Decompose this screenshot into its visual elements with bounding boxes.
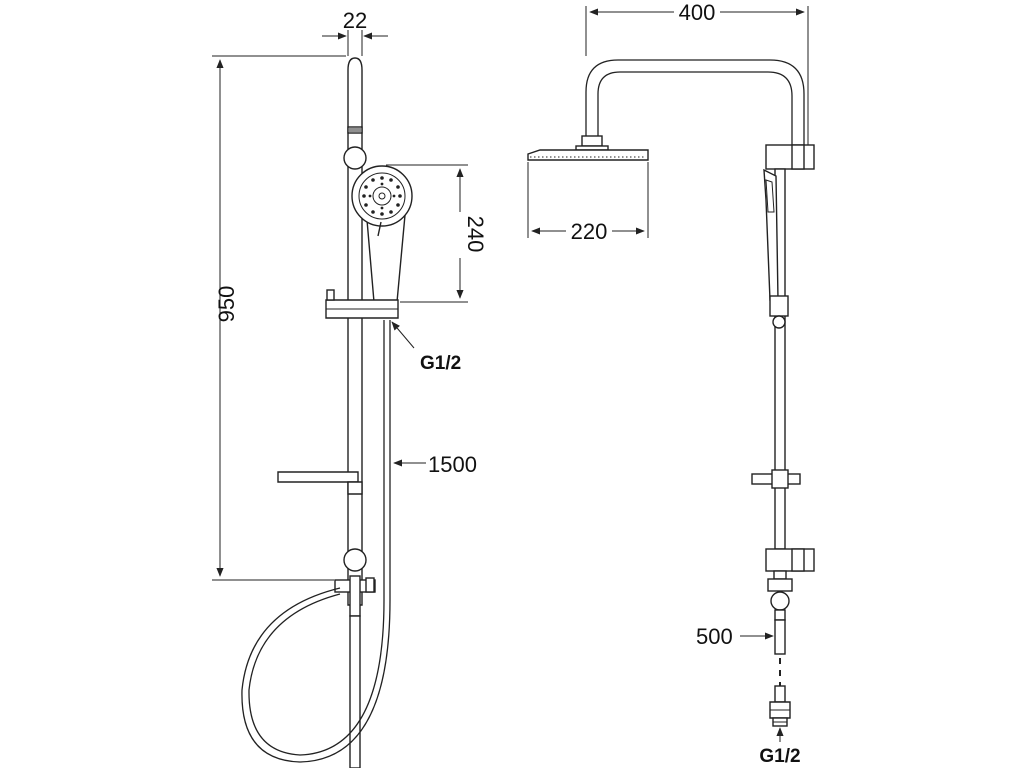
height-dimension-240: 240: [386, 164, 488, 303]
total-height-label: 950: [214, 286, 239, 323]
inlet-fitting: [769, 685, 791, 727]
diverter-valve: [334, 575, 376, 617]
inlet-thread-callout: G1/2: [759, 727, 801, 767]
lower-hose-label: 500: [696, 624, 733, 649]
soap-shelf: [277, 471, 363, 495]
hose: [241, 320, 391, 763]
inlet-thread-label: G1/2: [759, 746, 800, 767]
top-knob: [343, 146, 367, 170]
upper-wall-bracket: [765, 144, 815, 170]
hand-shower: [351, 165, 413, 303]
hand-shower-holder: [325, 289, 399, 319]
rain-shower-head: [527, 135, 649, 161]
hand-shower-length-label: 240: [463, 216, 488, 253]
width-dimension-22: 22: [322, 8, 388, 56]
head-width-dimension-220: 220: [527, 162, 649, 244]
overhead-arm: [585, 59, 805, 145]
hand-thread-label: G1/2: [420, 353, 461, 374]
front-view: [241, 57, 413, 768]
thread-callout-hand: G1/2: [391, 321, 461, 374]
lower-pipe: [349, 615, 361, 768]
nozzle-dots: [362, 176, 402, 216]
side-holder: [769, 295, 789, 329]
lower-wall-bracket: [765, 548, 815, 572]
side-view: [527, 59, 815, 727]
height-dimension-950: 950: [212, 55, 346, 581]
arm-reach-dimension-400: 400: [585, 0, 809, 145]
lower-hose: [774, 619, 786, 694]
side-diverter: [767, 570, 793, 621]
lower-hose-callout-500: 500: [696, 624, 774, 649]
arm-reach-label: 400: [679, 0, 716, 25]
head-width-label: 220: [571, 219, 608, 244]
hose-length-callout: 1500: [393, 452, 477, 477]
lower-knob: [343, 548, 367, 572]
shower-rail: [347, 57, 363, 606]
side-hand-shower: [763, 168, 779, 301]
hose-length-label: 1500: [428, 452, 477, 477]
rail-width-label: 22: [343, 8, 367, 33]
side-shelf-clamp: [751, 469, 801, 489]
